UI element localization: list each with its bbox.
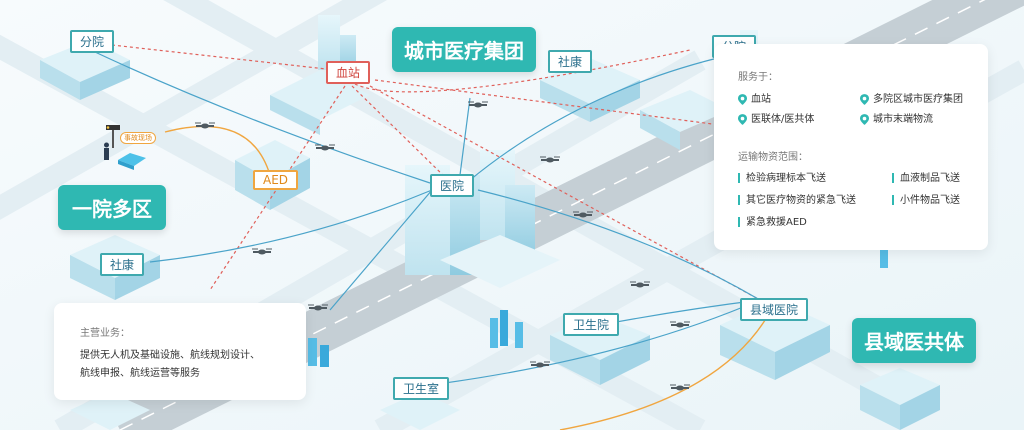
accident-scene xyxy=(104,125,146,170)
bullet-bar xyxy=(892,195,894,205)
drones xyxy=(195,101,690,391)
materials-title: 运输物资范围： xyxy=(738,152,808,163)
business-info-panel: 主营业务： 提供无人机及基础设施、航线规划设计、 航线申报、航线运营等服务 xyxy=(54,303,306,400)
bullet-bar xyxy=(892,173,894,183)
label-aed: AED xyxy=(253,170,299,190)
serves-title: 服务于： xyxy=(738,72,778,83)
label-community-health-left: 社康 xyxy=(100,253,145,276)
location-pin-icon xyxy=(738,93,747,105)
material-item: 血液制品飞送 xyxy=(892,169,960,184)
serves-item: 医联体/医共体 xyxy=(738,110,814,125)
location-pin-icon xyxy=(860,113,869,125)
label-blood-station: 血站 xyxy=(326,61,371,84)
material-item: 小件物品飞送 xyxy=(892,191,960,206)
service-info-panel: 服务于： 血站 多院区城市医疗集团 医联体/医共体 城市末端物流 运输物资范围：… xyxy=(714,44,988,250)
serves-item: 城市末端物流 xyxy=(860,110,933,125)
label-accident-site: 事故现场 xyxy=(120,132,156,144)
flight-routes xyxy=(94,44,771,430)
tag-one-hospital-multi-campus: 一院多区 xyxy=(58,185,166,230)
bullet-bar xyxy=(738,173,740,183)
material-item: 其它医疗物资的紧急飞送 xyxy=(738,191,856,206)
label-hospital: 医院 xyxy=(430,174,475,197)
material-item: 紧急救援AED xyxy=(738,213,807,228)
tag-city-medical-group: 城市医疗集团 xyxy=(392,27,536,72)
label-health-room: 卫生室 xyxy=(393,377,450,400)
serves-item: 血站 xyxy=(738,90,771,105)
bullet-bar xyxy=(738,217,740,227)
location-pin-icon xyxy=(738,113,747,125)
business-line: 航线申报、航线运营等服务 xyxy=(80,368,200,379)
material-item: 检验病理标本飞送 xyxy=(738,169,826,184)
label-health-center: 卫生院 xyxy=(563,313,620,336)
tag-county-medical-alliance: 县域医共体 xyxy=(852,318,976,363)
business-line: 提供无人机及基础设施、航线规划设计、 xyxy=(80,350,260,361)
serves-item: 多院区城市医疗集团 xyxy=(860,90,963,105)
label-community-health-top: 社康 xyxy=(548,50,593,73)
business-title: 主营业务： xyxy=(80,328,130,339)
label-branch-hospital-left: 分院 xyxy=(70,30,115,53)
bullet-bar xyxy=(738,195,740,205)
location-pin-icon xyxy=(860,93,869,105)
label-county-hospital: 县域医院 xyxy=(740,298,809,321)
